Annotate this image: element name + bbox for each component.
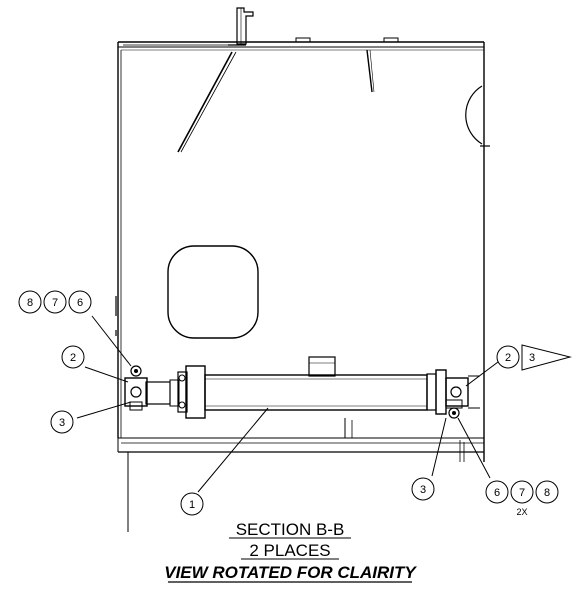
balloon-2-right: 2 xyxy=(505,352,511,364)
multiplier-label: 2X xyxy=(516,507,527,517)
balloon-group-left-top: 8 7 6 xyxy=(18,290,92,314)
balloon-1: 1 xyxy=(189,499,195,511)
caption-rotated: VIEW ROTATED FOR CLAIRITY xyxy=(164,563,417,582)
right-arc xyxy=(465,85,490,147)
balloon-left-mid: 2 xyxy=(61,345,85,369)
balloon-7-right: 7 xyxy=(519,487,525,499)
leader-lines xyxy=(76,315,499,493)
top-bracket xyxy=(123,7,399,153)
balloon-right-mid: 2 xyxy=(496,345,520,369)
flag-note-3: 3 xyxy=(529,352,535,364)
balloon-8-right: 8 xyxy=(544,487,550,499)
balloon-6: 6 xyxy=(77,297,83,309)
enclosure xyxy=(115,41,485,532)
balloon-right-low: 3 xyxy=(411,477,435,501)
balloon-2-left: 2 xyxy=(70,352,76,364)
caption-places: 2 PLACES xyxy=(249,541,330,560)
section-caption: SECTION B-B 2 PLACES VIEW ROTATED FOR CL… xyxy=(164,520,417,583)
balloon-7: 7 xyxy=(52,297,58,309)
balloon-6-right: 6 xyxy=(494,487,500,499)
balloon-3-left: 3 xyxy=(59,417,65,429)
balloon-3-right: 3 xyxy=(420,484,426,496)
balloon-left-low: 3 xyxy=(50,410,74,434)
cylinder-assembly xyxy=(124,356,480,419)
balloon-8: 8 xyxy=(27,297,33,309)
balloon-center: 1 xyxy=(180,492,204,516)
flag-note: 3 xyxy=(521,344,572,371)
access-opening xyxy=(167,245,259,339)
balloon-group-right-bottom: 6 7 8 2X xyxy=(485,480,559,517)
caption-section: SECTION B-B xyxy=(236,520,345,539)
